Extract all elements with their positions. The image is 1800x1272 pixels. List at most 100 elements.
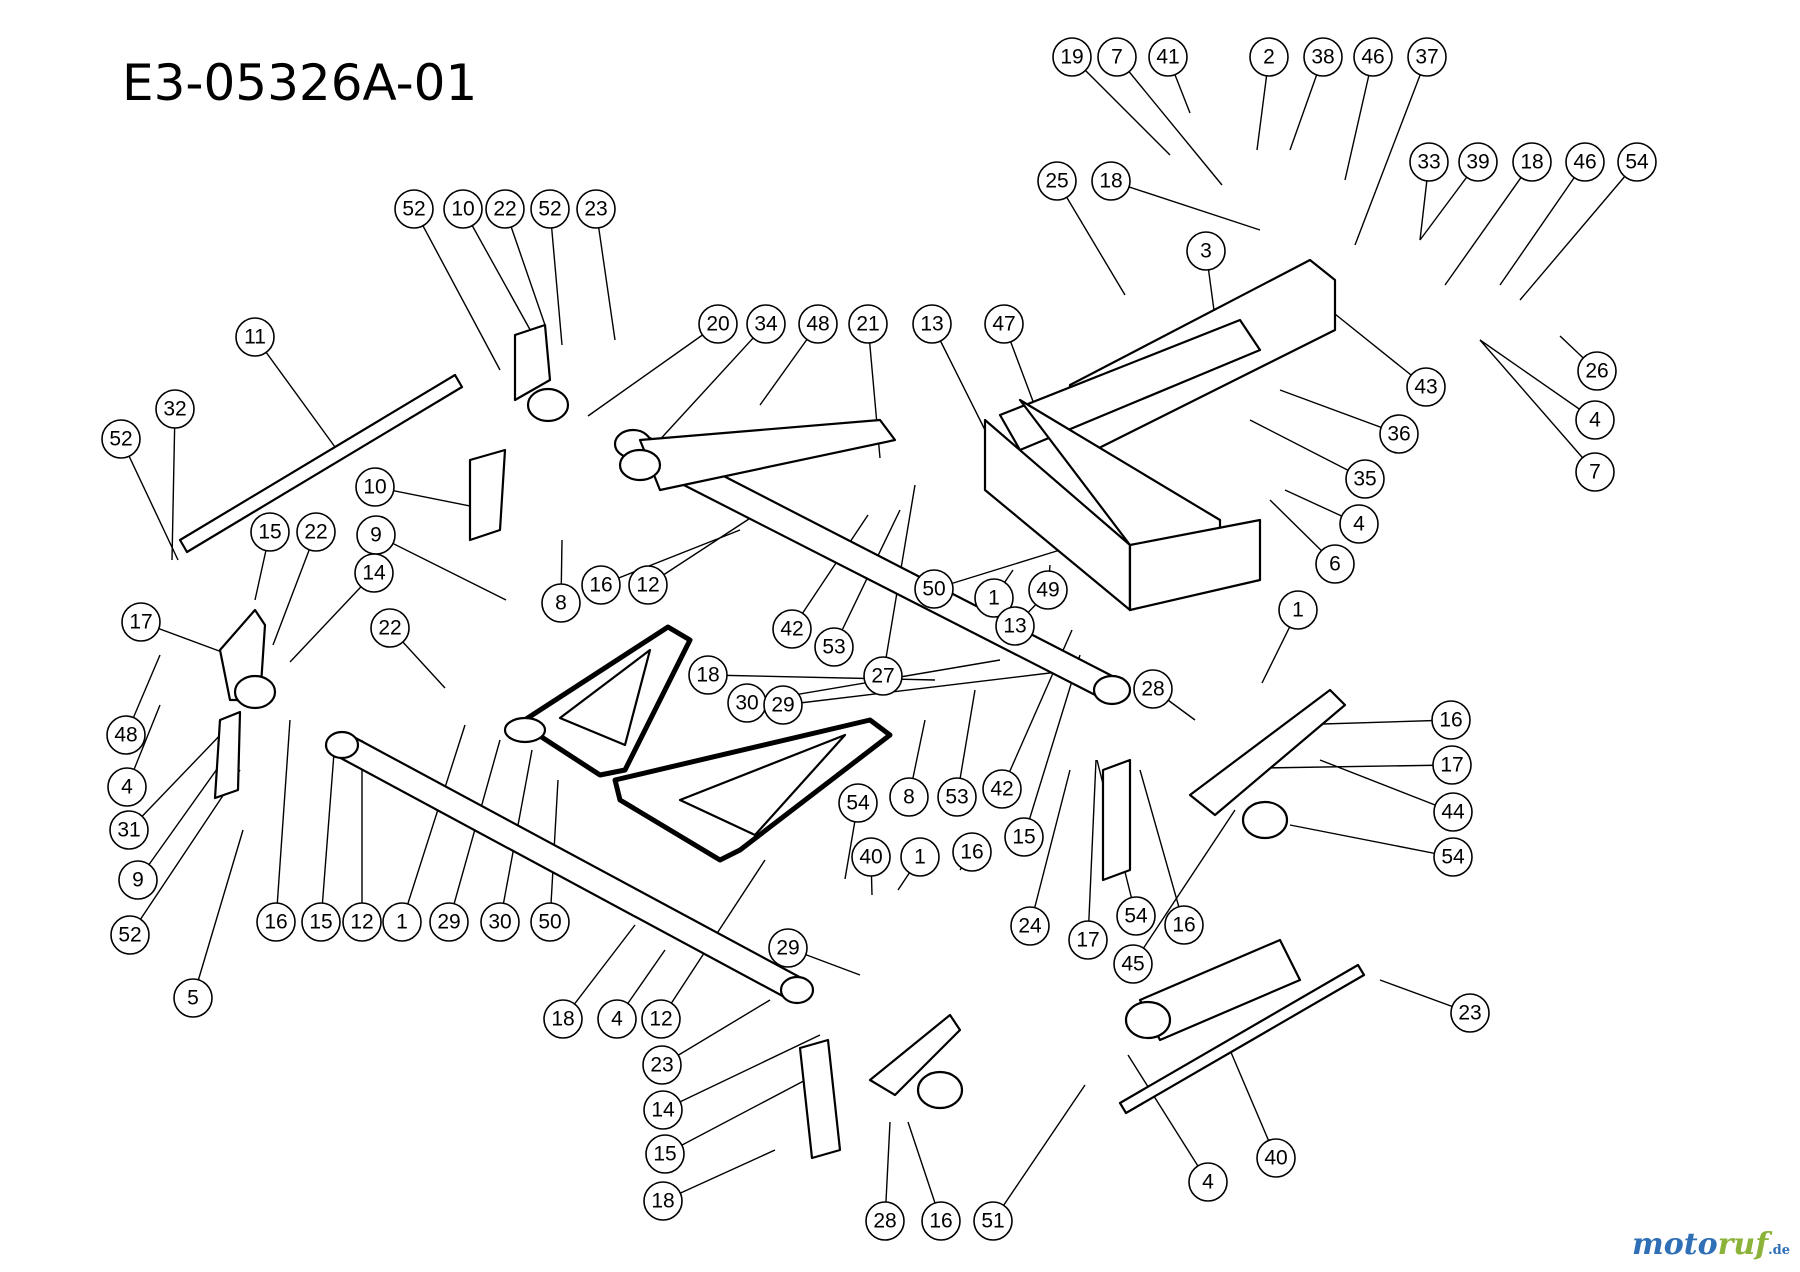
- callout-29: 29: [429, 902, 469, 942]
- callout-10: 10: [443, 189, 483, 229]
- callout-label: 31: [117, 819, 140, 842]
- callout-label: 45: [1121, 953, 1144, 976]
- callout-22: 22: [296, 512, 336, 552]
- parts-drawing: [178, 258, 1366, 1160]
- callout-label: 3: [1200, 240, 1212, 263]
- rod-11-left: [178, 373, 464, 554]
- callout-label: 49: [1036, 579, 1059, 602]
- callout-label: 10: [451, 198, 474, 221]
- leader-line: [661, 999, 771, 1066]
- callout-18: 18: [1512, 142, 1552, 182]
- cylinder-40: [1124, 938, 1302, 1042]
- callout-6: 6: [1315, 544, 1355, 584]
- callout-48: 48: [798, 304, 838, 344]
- callout-25: 25: [1037, 161, 1077, 201]
- callout-4: 4: [1188, 1162, 1228, 1202]
- leader-line: [375, 534, 507, 601]
- callout-16: 16: [1164, 905, 1204, 945]
- callout-label: 13: [920, 313, 943, 336]
- callout-52: 52: [110, 915, 150, 955]
- leader-line: [413, 208, 501, 371]
- callout-label: 22: [304, 521, 327, 544]
- callout-label: 53: [945, 786, 968, 809]
- callout-1: 1: [382, 902, 422, 942]
- callout-label: 35: [1353, 468, 1376, 491]
- callout-18: 18: [543, 999, 583, 1039]
- callout-label: 29: [437, 911, 460, 934]
- callout-label: 12: [350, 911, 373, 934]
- leader-line: [1029, 769, 1071, 927]
- bracket-22-left: [218, 608, 277, 710]
- callout-4: 4: [107, 767, 147, 807]
- callout-19: 19: [1052, 37, 1092, 77]
- callout-label: 39: [1466, 151, 1489, 174]
- link-9-left: [213, 710, 242, 800]
- leader-line: [1479, 339, 1596, 473]
- callout-label: 41: [1156, 46, 1179, 69]
- weight-plates-32: [983, 398, 1262, 612]
- callout-52: 52: [394, 189, 434, 229]
- callout-label: 12: [636, 574, 659, 597]
- callout-30: 30: [727, 683, 767, 723]
- callout-23: 23: [1450, 993, 1490, 1033]
- callout-52: 52: [530, 189, 570, 229]
- arm-34: [618, 418, 897, 492]
- callout-label: 1: [988, 587, 1000, 610]
- callout-21: 21: [848, 304, 888, 344]
- callout-22: 22: [370, 608, 410, 648]
- callout-label: 8: [903, 786, 915, 809]
- leader-line: [275, 719, 291, 923]
- callout-17: 17: [121, 602, 161, 642]
- callout-29: 29: [763, 685, 803, 725]
- callout-label: 52: [118, 924, 141, 947]
- callout-3: 3: [1186, 231, 1226, 271]
- callout-label: 4: [121, 776, 133, 799]
- leader-line: [401, 724, 466, 923]
- a-arm-30: [503, 624, 693, 778]
- callout-52: 52: [101, 419, 141, 459]
- callout-10: 10: [355, 467, 395, 507]
- callout-label: 14: [362, 562, 386, 585]
- callout-label: 1: [1292, 599, 1304, 622]
- callout-43: 43: [1406, 367, 1446, 407]
- callout-label: 29: [776, 937, 799, 960]
- callout-4: 4: [597, 999, 637, 1039]
- leader-line: [595, 208, 616, 341]
- callout-label: 16: [1172, 914, 1195, 937]
- callout-label: 50: [922, 578, 945, 601]
- link-28-lower: [798, 1038, 842, 1160]
- callout-18: 18: [1091, 161, 1131, 201]
- callout-label: 54: [1124, 905, 1148, 928]
- leader-line: [171, 408, 176, 561]
- callout-label: 17: [129, 611, 152, 634]
- callout-label: 23: [584, 198, 607, 221]
- callout-13: 13: [995, 606, 1035, 646]
- callout-label: 16: [264, 911, 287, 934]
- callout-14: 14: [354, 553, 394, 593]
- callout-label: 15: [309, 911, 332, 934]
- callout-32: 32: [155, 389, 195, 429]
- leader-line: [1116, 56, 1223, 186]
- callout-18: 18: [643, 1181, 683, 1221]
- callout-28: 28: [865, 1201, 905, 1241]
- callout-38: 38: [1303, 37, 1343, 77]
- bracket-22-upper: [513, 323, 570, 423]
- leader-line: [1071, 56, 1171, 156]
- callout-label: 23: [650, 1054, 673, 1077]
- callout-42: 42: [982, 769, 1022, 809]
- leader-line: [1261, 764, 1453, 769]
- callout-8: 8: [889, 777, 929, 817]
- callout-29: 29: [768, 928, 808, 968]
- callout-33: 33: [1409, 142, 1449, 182]
- callout-label: 18: [1099, 170, 1122, 193]
- callout-15: 15: [1004, 817, 1044, 857]
- leader-line: [647, 514, 756, 586]
- callout-7: 7: [1575, 452, 1615, 492]
- callout-label: 44: [1441, 801, 1465, 824]
- callout-8: 8: [541, 583, 581, 623]
- callout-label: 22: [493, 198, 516, 221]
- callout-13: 13: [912, 304, 952, 344]
- leader-line: [549, 208, 563, 346]
